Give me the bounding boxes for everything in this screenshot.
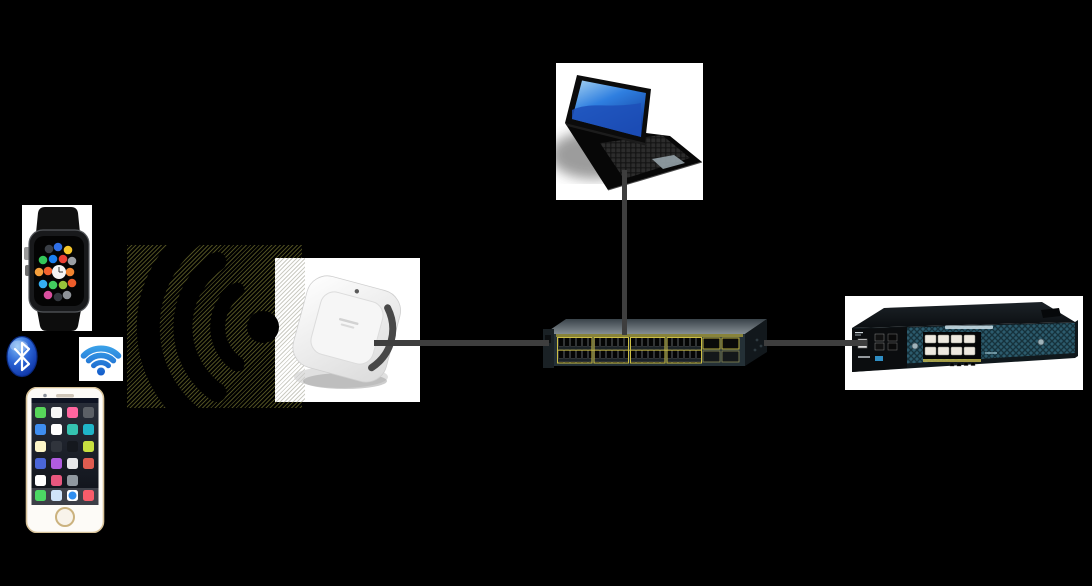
link-laptop-to-switch <box>622 170 627 335</box>
thumbscrew <box>911 342 919 350</box>
wlc-icon <box>852 302 1078 372</box>
wlc-console-port <box>875 356 883 361</box>
access-point-icon <box>292 275 401 389</box>
switch-icon <box>543 319 770 369</box>
link-switch-to-wlc <box>764 340 867 346</box>
switch-uplink-ports <box>702 337 740 363</box>
iphone-dock <box>35 490 94 501</box>
home-button <box>55 507 75 527</box>
switch-port-banks <box>557 337 702 364</box>
thumbscrew <box>1037 338 1045 346</box>
speaker-slit <box>56 394 74 398</box>
port-label-strip <box>556 334 743 337</box>
bluetooth-icon <box>6 335 38 378</box>
ap-led-dot <box>354 289 360 294</box>
wlc-bottom-vents <box>949 362 976 367</box>
watch-app-grid <box>34 242 77 302</box>
front-camera-dot <box>43 393 47 398</box>
touchpad <box>652 155 685 169</box>
wireless-signal-icon <box>136 245 279 408</box>
wlc-faceplate-label <box>945 325 993 329</box>
wifi-icon <box>80 345 122 376</box>
wlc-sfp-modules <box>924 334 976 356</box>
iphone-app-grid <box>35 407 94 486</box>
laptop-icon <box>556 75 703 191</box>
iphone-icon <box>25 387 105 533</box>
wlc-top-vent <box>1041 308 1061 318</box>
apple-watch-icon <box>24 207 90 331</box>
link-ap-to-switch <box>374 340 549 346</box>
dock-band <box>31 488 99 505</box>
